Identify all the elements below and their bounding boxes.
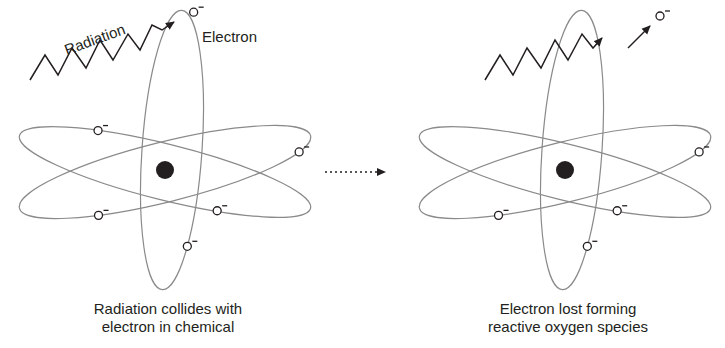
radiation-label: Radiation — [62, 20, 128, 59]
atom-left — [12, 8, 318, 292]
nucleus — [156, 161, 174, 179]
transition-arrow — [325, 171, 385, 173]
caption-label: Electron lost forming reactive oxygen sp… — [476, 300, 661, 336]
electron-label: Electron — [202, 28, 257, 46]
lost-electron — [656, 11, 670, 20]
electrons-right — [492, 144, 711, 252]
electrons-left — [92, 6, 311, 251]
atom-right — [412, 8, 718, 292]
nucleus — [556, 161, 574, 179]
ejection-arrow — [628, 26, 650, 48]
radiation-wave — [485, 34, 602, 80]
caption-label: Radiation collides with electron in chem… — [79, 300, 257, 336]
